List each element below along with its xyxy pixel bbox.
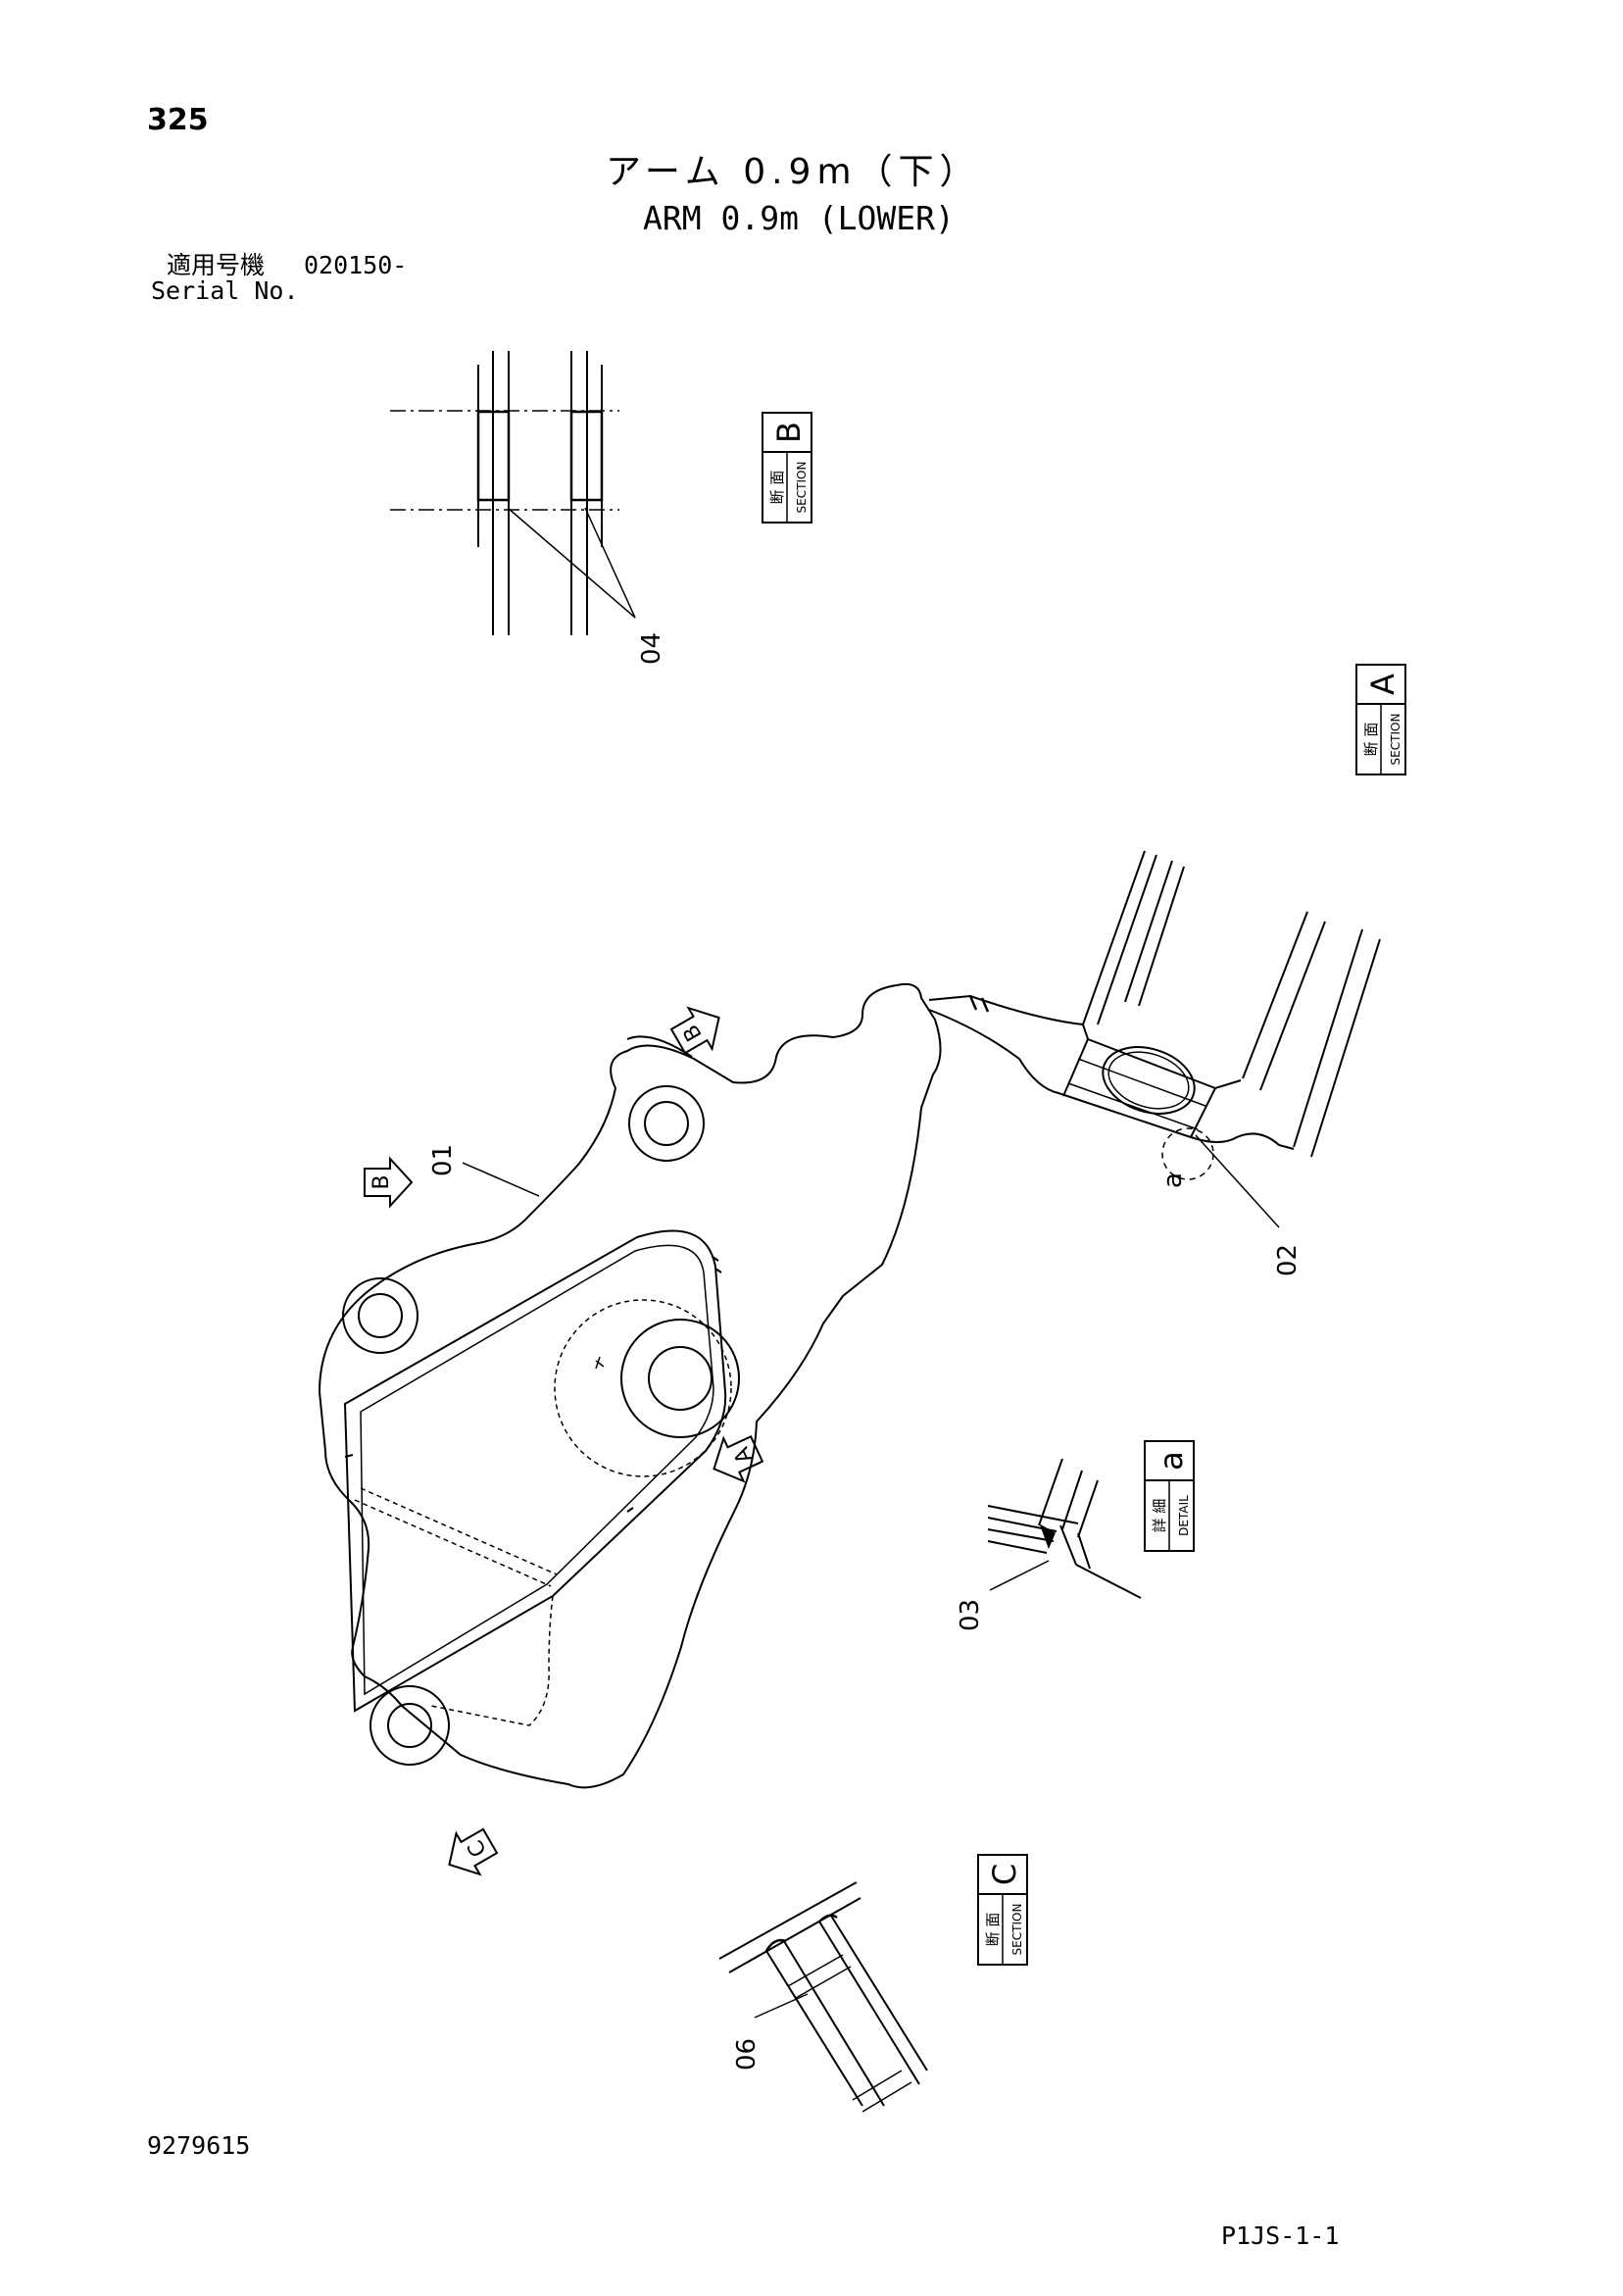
section-b-view xyxy=(390,351,636,635)
section-b-en: SECTION xyxy=(795,462,809,514)
serial-value: 020150- xyxy=(304,251,408,279)
section-c-label: 断 面 SECTION C xyxy=(977,1854,1028,1966)
serial-label-english: Serial No. xyxy=(151,276,299,305)
part-label-04: 04 xyxy=(637,632,666,665)
part-label-06: 06 xyxy=(732,2038,762,2071)
section-a-jp: 断 面 xyxy=(1362,723,1380,757)
drawing-number: 9279615 xyxy=(147,2131,251,2160)
view-marker-c-letter: C xyxy=(464,1835,492,1861)
section-c-view xyxy=(718,1881,928,2113)
section-b-label: 断 面 SECTION B xyxy=(762,412,812,524)
part-label-01: 01 xyxy=(428,1144,458,1176)
title-english: ARM 0.9m (LOWER) xyxy=(643,199,955,237)
detail-a-letter: a xyxy=(1153,1451,1190,1471)
detail-a-en: DETAIL xyxy=(1177,1495,1191,1536)
detail-a-jp: 詳 細 xyxy=(1151,1499,1168,1533)
section-a-view xyxy=(928,850,1381,1228)
view-marker-c: C xyxy=(448,1827,499,1876)
serial-label-japanese: 適用号機 xyxy=(167,251,266,279)
sheet-code: P1JS-1-1 xyxy=(1221,2221,1340,2250)
view-marker-b-left: B xyxy=(364,1156,414,1209)
section-b-jp: 断 面 xyxy=(768,471,786,505)
section-c-jp: 断 面 xyxy=(984,1913,1002,1947)
detail-a-view xyxy=(987,1458,1142,1599)
section-b-letter: B xyxy=(770,422,808,443)
section-a-label: 断 面 SECTION A xyxy=(1355,664,1406,775)
part-label-02: 02 xyxy=(1273,1244,1303,1276)
arm-main-view xyxy=(318,982,942,1789)
detail-a-label: 詳 細 DETAIL a xyxy=(1144,1440,1195,1552)
page-number: 325 xyxy=(147,103,209,137)
section-a-letter: A xyxy=(1364,674,1402,695)
part-label-03: 03 xyxy=(956,1599,985,1631)
view-marker-b-top-letter: B xyxy=(679,1020,708,1045)
section-c-en: SECTION xyxy=(1010,1904,1024,1956)
title-japanese: アーム 0.9m（下） xyxy=(606,152,981,192)
section-a-en: SECTION xyxy=(1389,714,1402,766)
view-marker-b-left-letter: B xyxy=(369,1174,394,1189)
section-c-letter: C xyxy=(986,1864,1023,1885)
detail-marker-a: a xyxy=(1158,1173,1188,1188)
